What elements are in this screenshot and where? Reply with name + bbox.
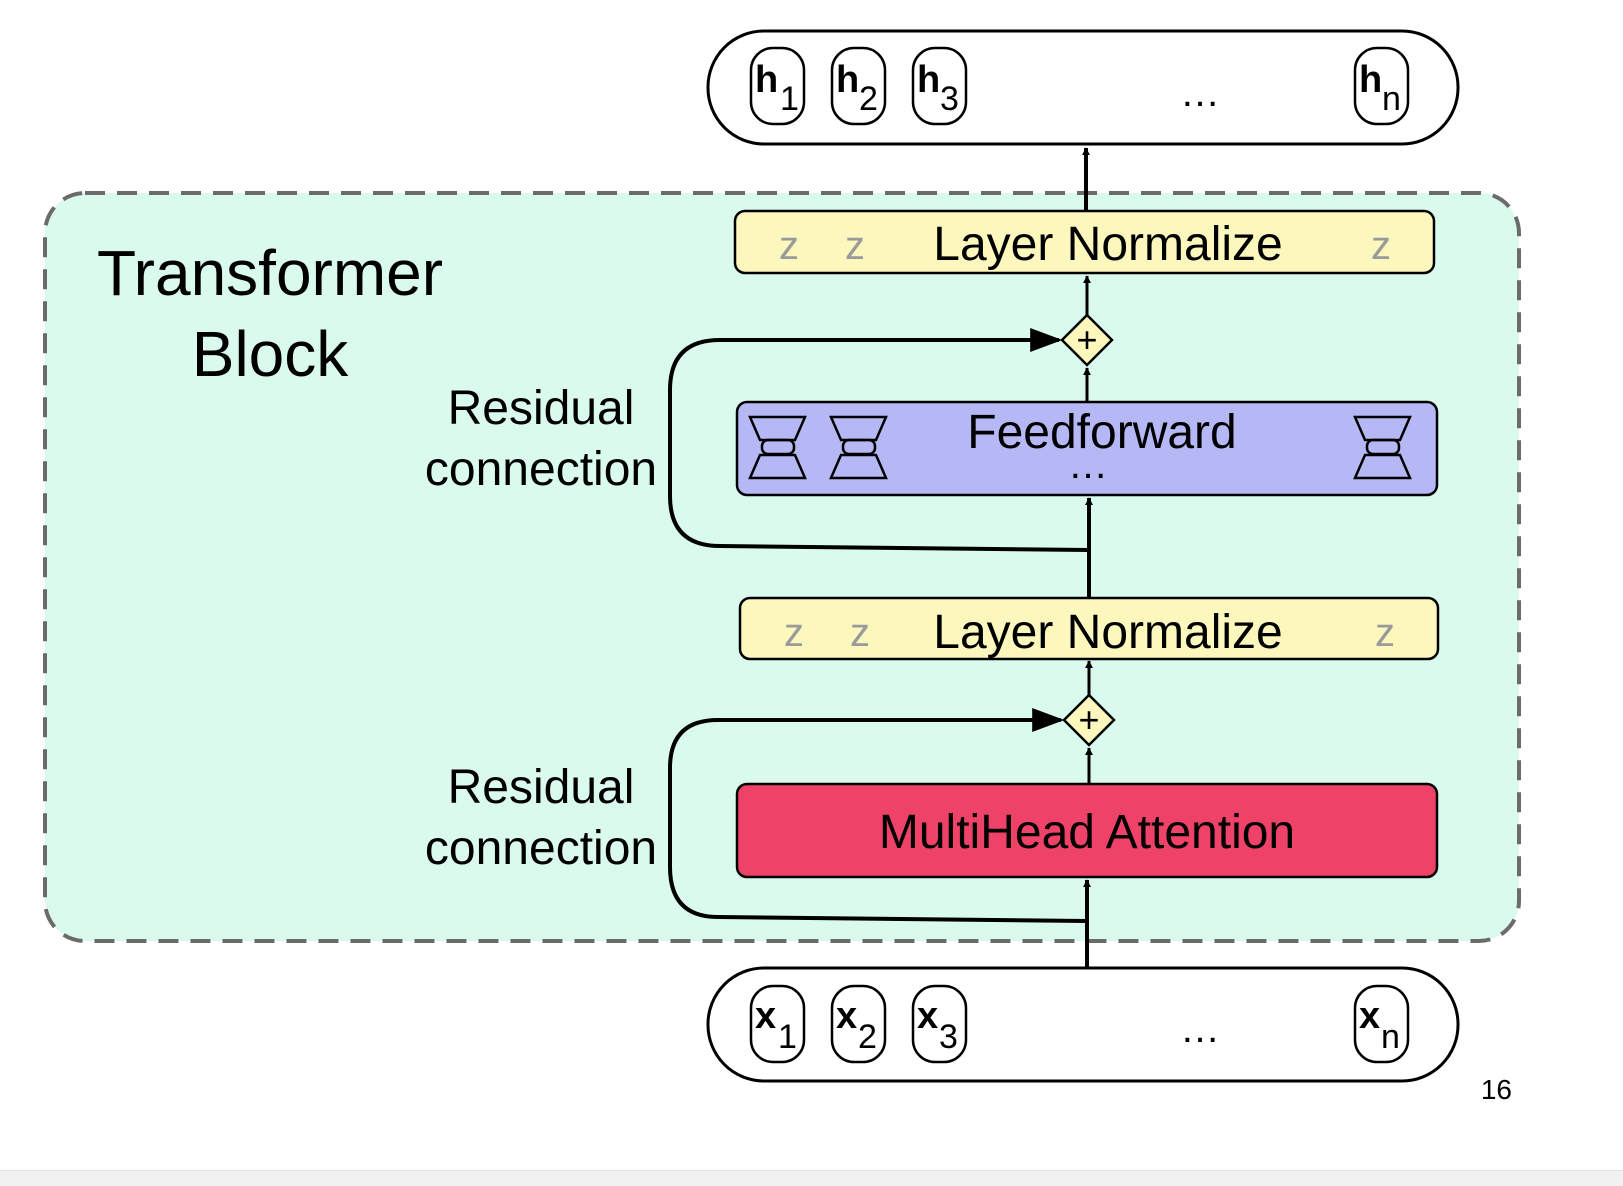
feedforward-block: Feedforward … <box>735 400 1439 497</box>
output-token-hn: h n <box>1353 46 1410 126</box>
input-token-x2: x 2 <box>830 984 887 1064</box>
slide-bottom-bar <box>0 1170 1623 1186</box>
multihead-attention-label: MultiHead Attention <box>879 806 1295 859</box>
layer-normalize-bottom-label: Layer Normalize <box>933 606 1282 659</box>
residual-label-bottom-line-2: connection <box>425 822 657 875</box>
residual-label-top-line-2: connection <box>425 443 657 496</box>
svg-text:x: x <box>1359 995 1380 1037</box>
input-token-xn: x n <box>1353 984 1410 1064</box>
svg-text:x: x <box>836 995 857 1037</box>
svg-text:2: 2 <box>859 80 878 118</box>
z-mark: z <box>784 611 804 655</box>
block-title-line-2: Block <box>192 318 350 390</box>
transformer-block-region <box>43 191 1521 943</box>
svg-text:n: n <box>1381 1018 1400 1056</box>
svg-text:3: 3 <box>940 80 959 118</box>
svg-text:2: 2 <box>858 1018 877 1056</box>
output-ellipsis: … <box>1180 71 1220 115</box>
output-token-h1: h 1 <box>749 46 806 126</box>
input-token-x1: x 1 <box>749 984 806 1064</box>
multihead-attention-block: MultiHead Attention <box>735 782 1439 879</box>
hourglass-network-icon <box>1353 415 1412 480</box>
flow-arrows <box>1082 147 1093 968</box>
output-token-h2: h 2 <box>830 46 887 126</box>
svg-text:h: h <box>755 59 778 101</box>
page-number: 16 <box>1481 1074 1512 1105</box>
residual-label-bottom-line-1: Residual <box>448 761 635 814</box>
plus-diamond-icon: + <box>1062 693 1116 747</box>
z-mark: z <box>1375 611 1395 655</box>
output-container <box>706 29 1460 146</box>
layer-normalize-top: z z Layer Normalize z <box>733 209 1436 275</box>
z-mark: z <box>1371 224 1391 268</box>
hourglass-network-icon <box>829 415 888 480</box>
feedforward-ellipsis: … <box>1068 443 1108 487</box>
svg-text:n: n <box>1382 80 1401 118</box>
svg-text:h: h <box>836 59 859 101</box>
residual-label-top-line-1: Residual <box>448 382 635 435</box>
z-mark: z <box>845 224 865 268</box>
block-title-line-1: Transformer <box>97 237 443 309</box>
input-container <box>706 966 1460 1083</box>
z-mark: z <box>850 611 870 655</box>
svg-text:h: h <box>917 59 940 101</box>
add-symbol: + <box>1078 699 1099 740</box>
residual-path-top <box>668 328 1090 552</box>
svg-text:3: 3 <box>939 1018 958 1056</box>
svg-text:x: x <box>917 995 938 1037</box>
feedforward-label: Feedforward <box>967 406 1236 459</box>
layer-normalize-bottom: z z Layer Normalize z <box>738 596 1440 661</box>
plus-diamond-icon: + <box>1060 313 1114 367</box>
input-sequence: x 1 x 2 x 3 … x n <box>706 966 1460 1083</box>
svg-text:x: x <box>755 995 776 1037</box>
input-ellipsis: … <box>1180 1007 1220 1051</box>
hourglass-network-icon <box>748 415 807 480</box>
svg-text:1: 1 <box>778 1018 797 1056</box>
residual-path-bottom <box>668 708 1088 923</box>
layer-normalize-top-label: Layer Normalize <box>933 218 1282 271</box>
add-symbol: + <box>1076 319 1097 360</box>
output-sequence: h 1 h 2 h 3 … h n <box>706 29 1460 146</box>
svg-text:1: 1 <box>780 80 799 118</box>
z-mark: z <box>779 224 799 268</box>
svg-text:h: h <box>1359 59 1382 101</box>
output-token-h3: h 3 <box>911 46 968 126</box>
input-token-x3: x 3 <box>911 984 968 1064</box>
